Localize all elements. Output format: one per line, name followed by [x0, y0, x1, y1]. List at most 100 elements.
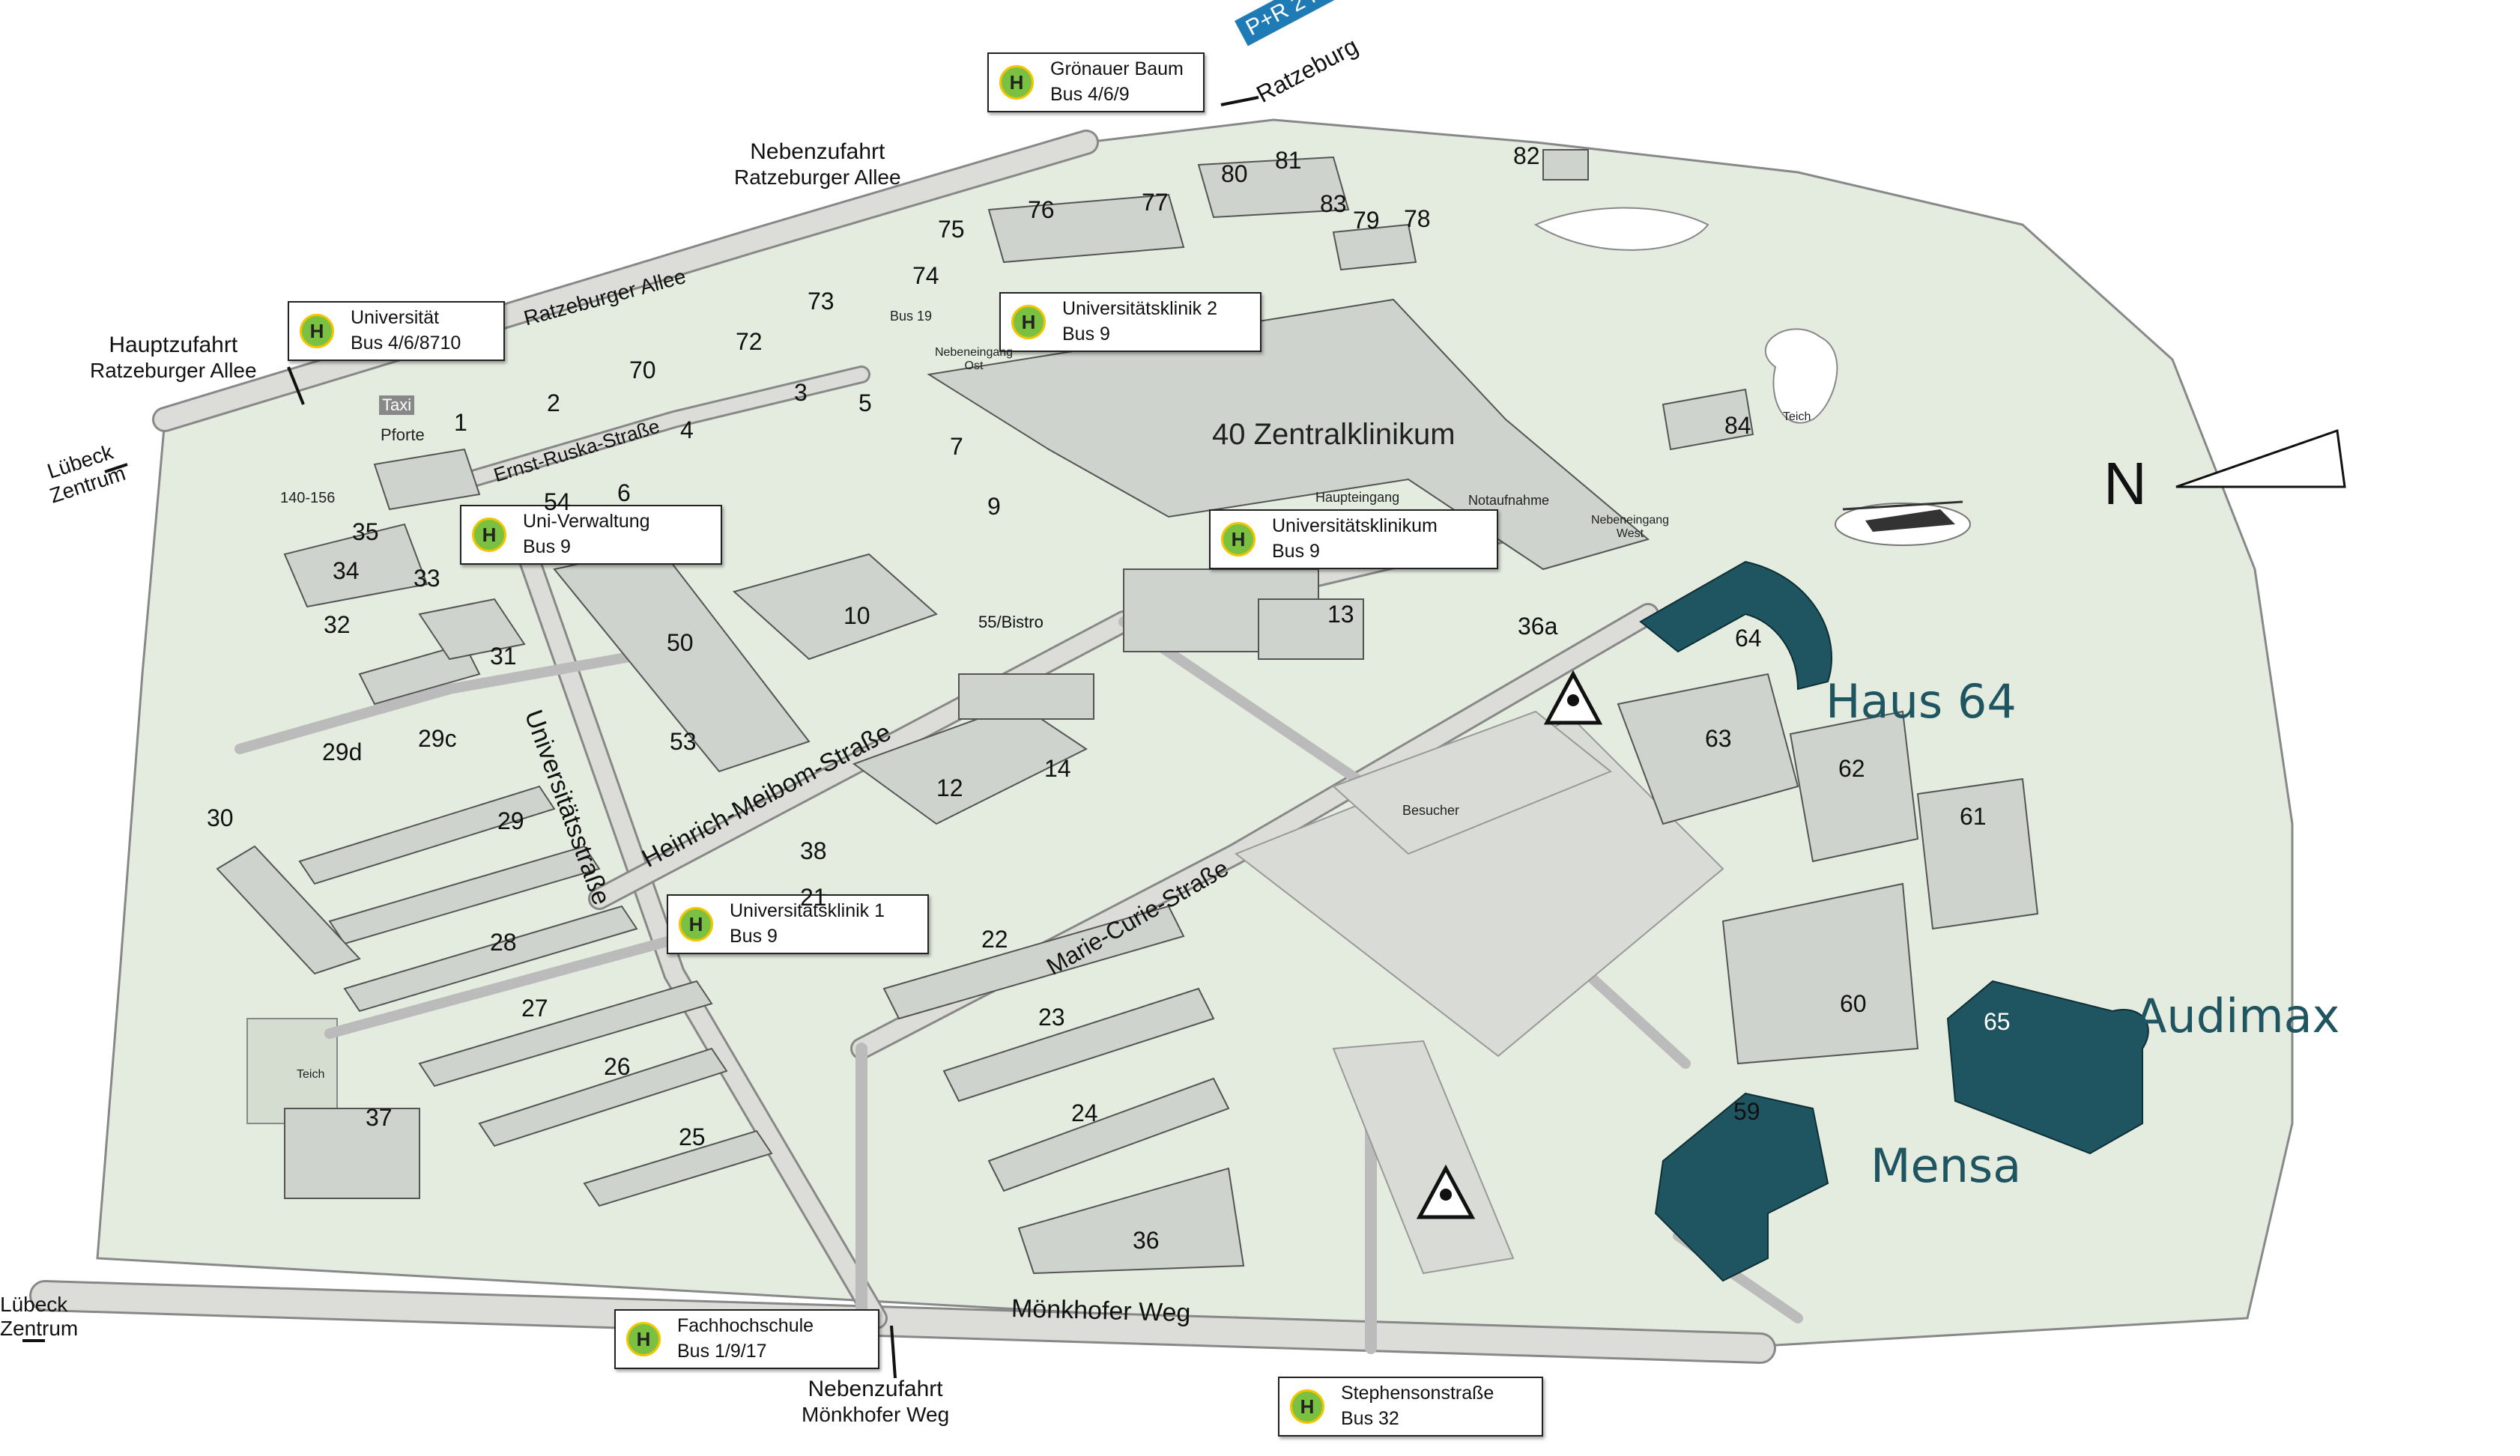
highlighted-buildings: [1639, 560, 2149, 1282]
building-number: 64: [1735, 625, 1762, 652]
hauptzufahrt-label: Hauptzufahrt Ratzeburger Allee: [90, 333, 257, 382]
building-number: 26: [604, 1053, 631, 1080]
buildings: [216, 149, 2039, 1275]
north-label: N: [2103, 450, 2147, 517]
range-140-156-label: 140-156: [280, 490, 336, 506]
building-number: 2: [547, 389, 560, 416]
audimax-shape: [1946, 980, 2149, 1155]
building-number: 63: [1705, 725, 1732, 752]
pforte-label: Pforte: [381, 425, 425, 444]
building-number: 77: [1142, 189, 1169, 216]
building-number: 53: [670, 728, 697, 755]
construction-sign-icon: [1543, 670, 1603, 725]
building-number: 3: [794, 379, 808, 406]
building-number: 27: [521, 995, 548, 1022]
building-number: 50: [667, 629, 694, 656]
building-number: 82: [1513, 142, 1540, 169]
pond-top: [1764, 328, 1838, 424]
building-number: 38: [800, 837, 827, 864]
building-number: 29d: [322, 738, 363, 765]
building-number: 72: [736, 328, 763, 355]
building-number: 79: [1353, 207, 1380, 234]
helicopter-icon: [1835, 500, 1971, 546]
bus-stop-icon: H: [300, 314, 334, 348]
building-number: 83: [1320, 190, 1347, 217]
building-number: 78: [1404, 205, 1431, 232]
taxi-label: Taxi: [379, 395, 415, 415]
building-number: 23: [1038, 1004, 1065, 1031]
building-number: 65: [1984, 1008, 2011, 1035]
access-arrows: [22, 96, 1259, 1379]
luebeck-bottom-label: Lübeck Zentrum: [0, 1293, 79, 1341]
nebenzufahrt-ratzeburger-label: Nebenzufahrt Ratzeburger Allee: [734, 139, 901, 189]
building-number: 70: [629, 357, 656, 383]
building-number: 62: [1838, 755, 1865, 782]
north-arrow: [2175, 428, 2346, 488]
construction-sign-icon: [1416, 1164, 1476, 1219]
bus-stop-icon: H: [1221, 522, 1256, 556]
building-number: 61: [1960, 803, 1987, 830]
building-number: 5: [858, 389, 872, 416]
building-number: 6: [617, 479, 631, 506]
building-number: 84: [1724, 412, 1751, 439]
bus-stop-icon: H: [679, 907, 713, 941]
building-number: 76: [1028, 196, 1055, 223]
notaufnahme-label: Notaufnahme: [1468, 493, 1550, 508]
building-number: 10: [843, 602, 870, 629]
building-number: 25: [679, 1123, 706, 1150]
building-number: 29c: [418, 725, 457, 752]
building-number: 75: [938, 216, 965, 243]
building-number: 36a: [1518, 613, 1558, 640]
building-number: 21: [800, 884, 827, 911]
building-number: 73: [808, 288, 835, 315]
building-number: 34: [333, 557, 360, 584]
building-number: 81: [1275, 147, 1302, 174]
nebeneingang-west-label: Nebeneingang West: [1590, 514, 1670, 540]
building-number: 31: [490, 643, 517, 670]
building-number: 22: [981, 926, 1008, 953]
haus64-label: Haus 64: [1826, 674, 2017, 729]
bus-stop-icon: H: [1011, 305, 1046, 339]
building-number: 54: [544, 488, 571, 515]
besucher-label: Besucher: [1402, 803, 1460, 818]
building-number: 14: [1044, 755, 1071, 782]
building-number: 35: [352, 518, 379, 545]
bus-stop-icon: H: [472, 518, 506, 552]
building-number: 7: [950, 433, 963, 460]
building-number: 28: [490, 929, 517, 956]
mensa-shape: [1654, 1092, 1829, 1282]
building-number: 74: [912, 262, 939, 289]
haupteingang-label: Haupteingang: [1315, 490, 1400, 505]
building-number: 1: [454, 409, 467, 436]
building-number: 32: [324, 611, 351, 638]
bus19-label: Bus 19: [890, 309, 933, 324]
bus-stop-icon: H: [626, 1322, 661, 1356]
pond-north: [1533, 207, 1709, 251]
nebeneingang-ost-label: Nebeneingang Ost: [934, 346, 1014, 372]
building-number: 12: [936, 774, 963, 801]
building-number: 4: [680, 416, 694, 443]
building-number: 24: [1071, 1099, 1098, 1126]
zentralklinikum-label: 40 Zentralklinikum: [1212, 418, 1456, 451]
audimax-label: Audimax: [2135, 989, 2340, 1043]
nebenzufahrt-moenkhofer-label: Nebenzufahrt Mönkhofer Weg: [802, 1377, 950, 1426]
bus-stop-icon: H: [1290, 1389, 1324, 1424]
building-number: 60: [1840, 990, 1867, 1017]
building-number: 29: [497, 807, 524, 834]
building-number: 30: [207, 804, 234, 831]
building-number: 80: [1221, 160, 1248, 187]
building-number: 37: [366, 1104, 393, 1131]
building-number: 9: [987, 493, 1001, 520]
building-number: 13: [1327, 601, 1354, 628]
teich-top-label: Teich: [1783, 410, 1811, 423]
street-moenkhofer: Mönkhofer Weg: [1011, 1294, 1191, 1328]
building-number: 33: [414, 565, 440, 592]
